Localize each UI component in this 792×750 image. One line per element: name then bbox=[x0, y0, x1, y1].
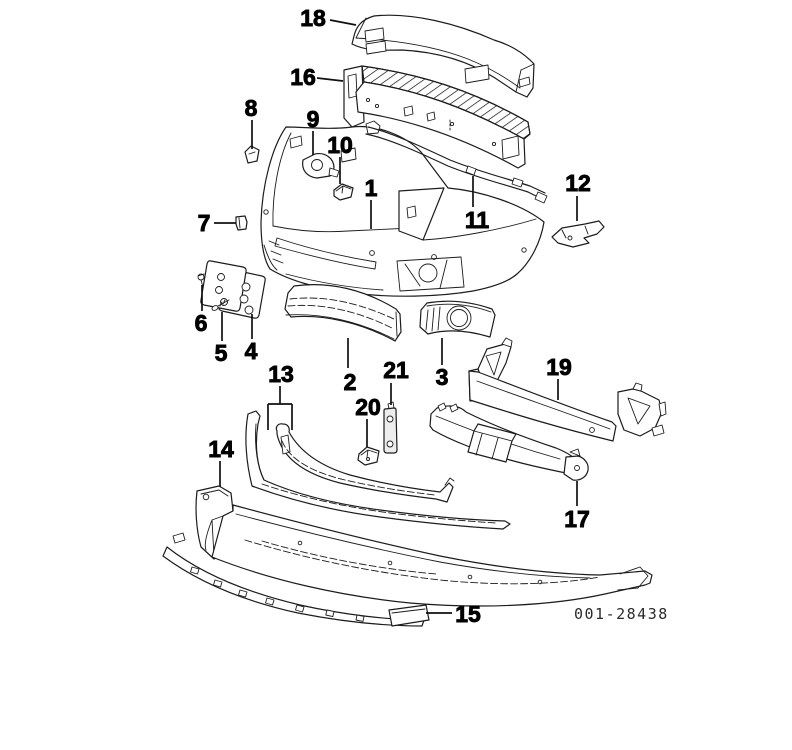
callout-21: 21 bbox=[383, 357, 409, 383]
part-15-air-deflector bbox=[162, 532, 430, 627]
callout-3: 3 bbox=[436, 364, 449, 390]
callout-5: 5 bbox=[215, 340, 228, 366]
callout-6: 6 bbox=[195, 310, 208, 336]
callout-2: 2 bbox=[344, 369, 357, 395]
part-17-energy-absorber bbox=[429, 402, 589, 481]
part-9-sensor-bracket bbox=[302, 153, 340, 179]
callout-15: 15 bbox=[455, 601, 481, 627]
callout-17: 17 bbox=[564, 506, 590, 532]
callout-16: 16 bbox=[290, 64, 316, 90]
callout-14: 14 bbox=[208, 436, 234, 462]
part-2-lower-grille bbox=[284, 284, 402, 342]
callout-4: 4 bbox=[245, 338, 258, 364]
part-11-bracket-strip bbox=[365, 120, 548, 204]
callout-10: 10 bbox=[327, 132, 353, 158]
callout-9: 9 bbox=[307, 106, 320, 132]
callout-7: 7 bbox=[198, 210, 211, 236]
part-12-side-bracket bbox=[551, 220, 605, 248]
callout-1: 1 bbox=[365, 175, 378, 201]
part-18-impact-bar-upper bbox=[351, 14, 535, 98]
part-5-bolt bbox=[211, 299, 230, 311]
part-6-screw bbox=[197, 273, 205, 288]
callout-8: 8 bbox=[245, 95, 258, 121]
part-10-clip bbox=[333, 183, 354, 201]
part-20-clip bbox=[357, 446, 380, 466]
callout-20: 20 bbox=[355, 394, 381, 420]
part-13-support-strip-upper bbox=[275, 423, 455, 503]
leader-lines bbox=[201, 19, 578, 614]
part-21-bracket-plate bbox=[383, 401, 398, 454]
callout-18: 18 bbox=[300, 5, 326, 31]
callout-12: 12 bbox=[565, 170, 591, 196]
part-4-license-plate-bracket bbox=[200, 260, 266, 319]
part-7-clip bbox=[235, 215, 248, 231]
leader-line-16 bbox=[316, 77, 344, 82]
part-3-fog-lamp-grille bbox=[419, 300, 496, 338]
part-8-clip bbox=[244, 145, 260, 164]
leader-line-18 bbox=[329, 19, 357, 26]
part-13-support-strip-lower bbox=[245, 410, 511, 530]
part-14-lower-fascia bbox=[195, 485, 653, 607]
callout-11: 11 bbox=[465, 207, 490, 233]
callout-13: 13 bbox=[268, 361, 294, 387]
diagram-code-label: 001-28438 bbox=[574, 605, 669, 623]
callout-19: 19 bbox=[546, 354, 572, 380]
part-16-impact-bar-lower bbox=[343, 65, 531, 169]
part-19-impact-bar-front bbox=[468, 337, 667, 442]
